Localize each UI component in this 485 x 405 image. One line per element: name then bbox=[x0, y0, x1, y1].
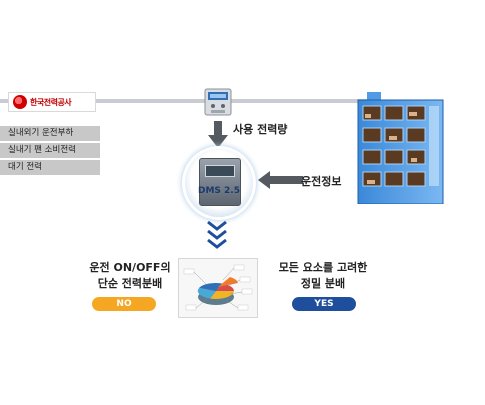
no-badge: NO bbox=[92, 297, 156, 311]
yes-badge: YES bbox=[292, 297, 356, 311]
chevron-down-icon bbox=[207, 220, 227, 249]
building-icon bbox=[357, 92, 444, 204]
operation-info-label: 운전정보 bbox=[301, 175, 342, 188]
kepco-logo-icon bbox=[13, 95, 27, 109]
pie-chart-illustration bbox=[183, 264, 253, 311]
dms-screen bbox=[205, 165, 235, 177]
usage-power-label: 사용 전력량 bbox=[233, 123, 288, 136]
precise-distribution-title: 모든 요소를 고려한 정밀 분배 bbox=[268, 260, 378, 292]
simple-distribution-title: 운전 ON/OFF의 단순 전력분배 bbox=[80, 260, 180, 292]
kepco-logo-text: 한국전력공사 bbox=[30, 97, 72, 107]
precise-distribution-line2: 정밀 분배 bbox=[300, 277, 346, 290]
power-line bbox=[0, 99, 370, 103]
power-meter-icon bbox=[204, 88, 232, 116]
simple-distribution-line1: 운전 ON/OFF의 bbox=[89, 261, 171, 274]
kepco-logo: 한국전력공사 bbox=[8, 92, 96, 112]
label-standby-power: 대기 전력 bbox=[0, 160, 100, 175]
precise-distribution-line1: 모든 요소를 고려한 bbox=[278, 261, 368, 274]
arrow-left-icon bbox=[258, 171, 303, 189]
dms-label: DMS 2.5 bbox=[198, 186, 240, 196]
label-indoor-outdoor-load: 실내외기 운전부하 bbox=[0, 126, 100, 141]
simple-distribution-line2: 단순 전력분배 bbox=[97, 277, 163, 290]
label-indoor-fan-power: 실내기 팬 소비전력 bbox=[0, 143, 100, 158]
arrow-down-icon bbox=[208, 121, 228, 148]
